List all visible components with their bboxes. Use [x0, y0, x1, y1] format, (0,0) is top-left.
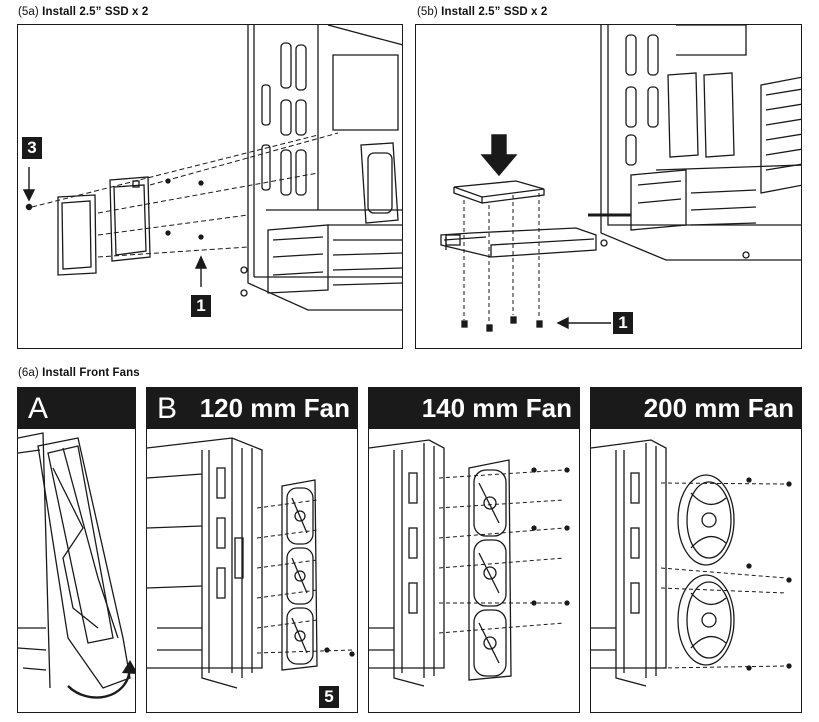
- panel-d-header: 200 mm Fan: [591, 388, 801, 429]
- panel-200mm-fan: 200 mm Fan: [590, 387, 802, 713]
- fan-size-200-label: 200 mm Fan: [636, 388, 801, 429]
- fan-120-drawing: [147, 437, 355, 689]
- ssd-bracket-drawing: [22, 25, 402, 311]
- caption-5a-prefix: (5a): [18, 6, 39, 18]
- panel-5b-illustration: 1: [415, 24, 802, 349]
- panel-front-panel-removal: A: [17, 387, 136, 713]
- caption-5b-prefix: (5b): [417, 6, 438, 18]
- step-1-badge: 1: [191, 295, 211, 317]
- panel-b-letter: B: [156, 392, 177, 425]
- caption-6a: (6a) Install Front Fans: [18, 367, 140, 379]
- panel-c-header: 140 mm Fan: [369, 388, 579, 429]
- caption-5b: (5b) Install 2.5” SSD x 2: [417, 6, 547, 18]
- caption-5a-title: Install 2.5” SSD x 2: [42, 6, 149, 18]
- ssd-tray-drawing: [440, 25, 801, 332]
- panel-a-letter: A: [27, 392, 48, 425]
- fan-size-140-label: 140 mm Fan: [414, 388, 579, 429]
- panel-b-header: B 120 mm Fan: [147, 388, 357, 429]
- caption-5b-title: Install 2.5” SSD x 2: [441, 6, 548, 18]
- fan-140-drawing: [369, 439, 570, 687]
- step-1-badge-tray: 1: [613, 312, 633, 334]
- front-panel-drawing: [18, 432, 135, 699]
- step-3-badge: 3: [22, 137, 42, 159]
- fan-200-drawing: [591, 439, 792, 687]
- panel-120mm-fan: B 120 mm Fan: [146, 387, 358, 713]
- caption-5a: (5a) Install 2.5” SSD x 2: [18, 6, 148, 18]
- step-5-badge: 5: [319, 686, 339, 708]
- panel-a-header: A: [18, 388, 135, 429]
- caption-6a-prefix: (6a): [18, 367, 39, 379]
- caption-6a-title: Install Front Fans: [42, 367, 140, 379]
- fan-size-120-label: 120 mm Fan: [192, 388, 357, 429]
- panel-140mm-fan: 140 mm Fan: [368, 387, 580, 713]
- panel-5a-illustration: 3 1: [17, 24, 403, 349]
